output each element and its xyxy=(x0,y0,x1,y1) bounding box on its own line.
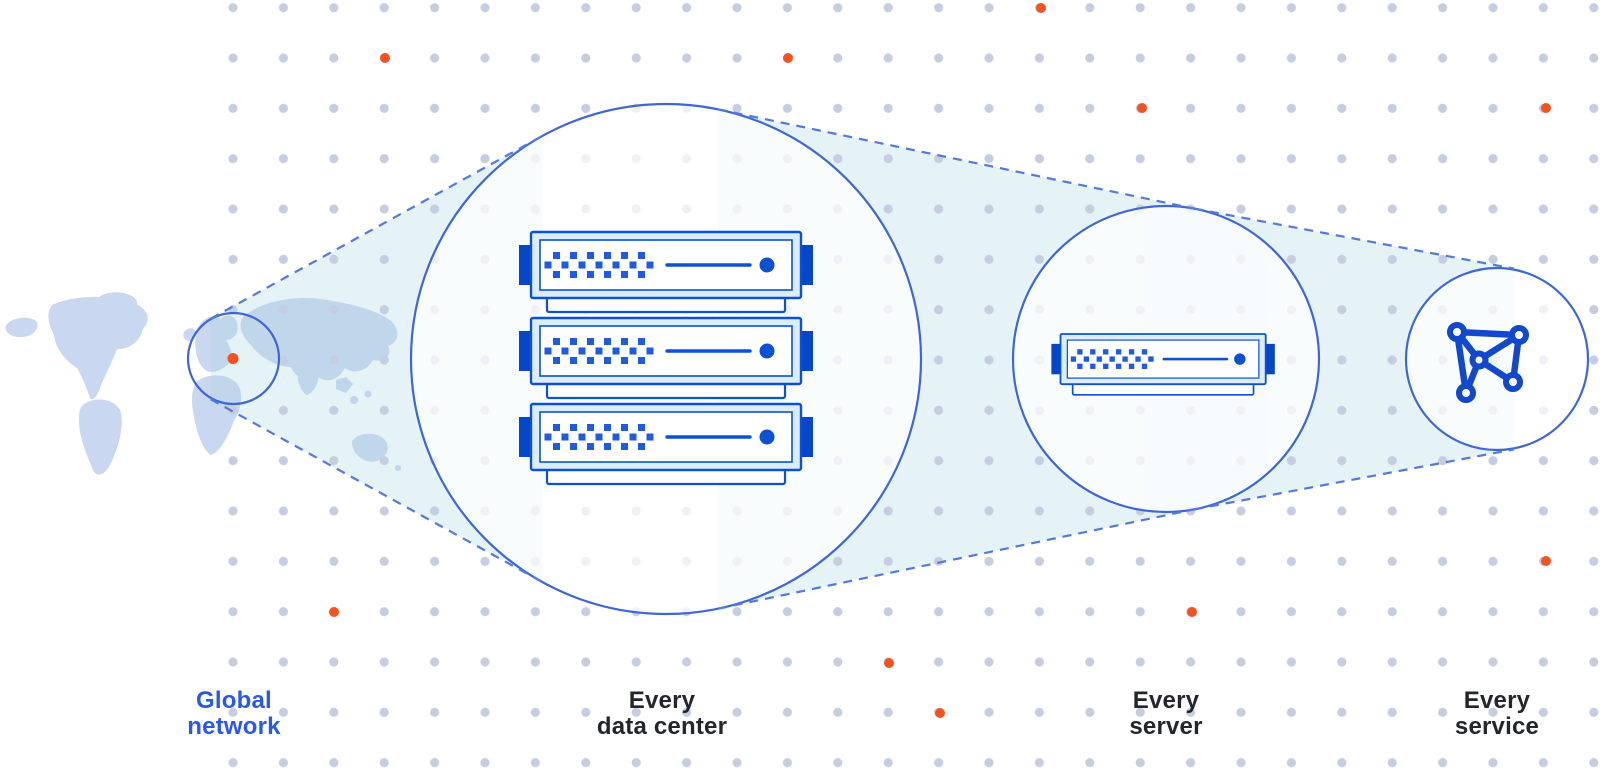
caption-line: network xyxy=(187,713,281,740)
map-location-marker xyxy=(227,353,239,364)
caption-line: Every xyxy=(1132,687,1200,714)
caption-line: service xyxy=(1454,713,1540,740)
caption-line: server xyxy=(1129,713,1203,740)
caption-global-network: Global network xyxy=(187,688,280,740)
caption-every-server: Every server xyxy=(1129,688,1202,740)
service-circle xyxy=(1404,266,1590,452)
caption-line: Every xyxy=(1463,687,1531,714)
caption-line: Global xyxy=(196,687,272,714)
server-unit-icon xyxy=(1050,332,1277,397)
caption-every-service: Every service xyxy=(1455,688,1539,740)
caption-line: data center xyxy=(596,713,728,740)
network-mesh-icon xyxy=(1447,322,1529,403)
caption-every-data-center: Every data center xyxy=(597,688,727,740)
caption-line: Every xyxy=(628,687,696,714)
map-highlight-circle xyxy=(186,311,281,406)
server-rack-icon xyxy=(517,230,815,486)
orange-accent-dots xyxy=(329,3,1551,718)
zoom-guide-lines xyxy=(210,108,1515,610)
